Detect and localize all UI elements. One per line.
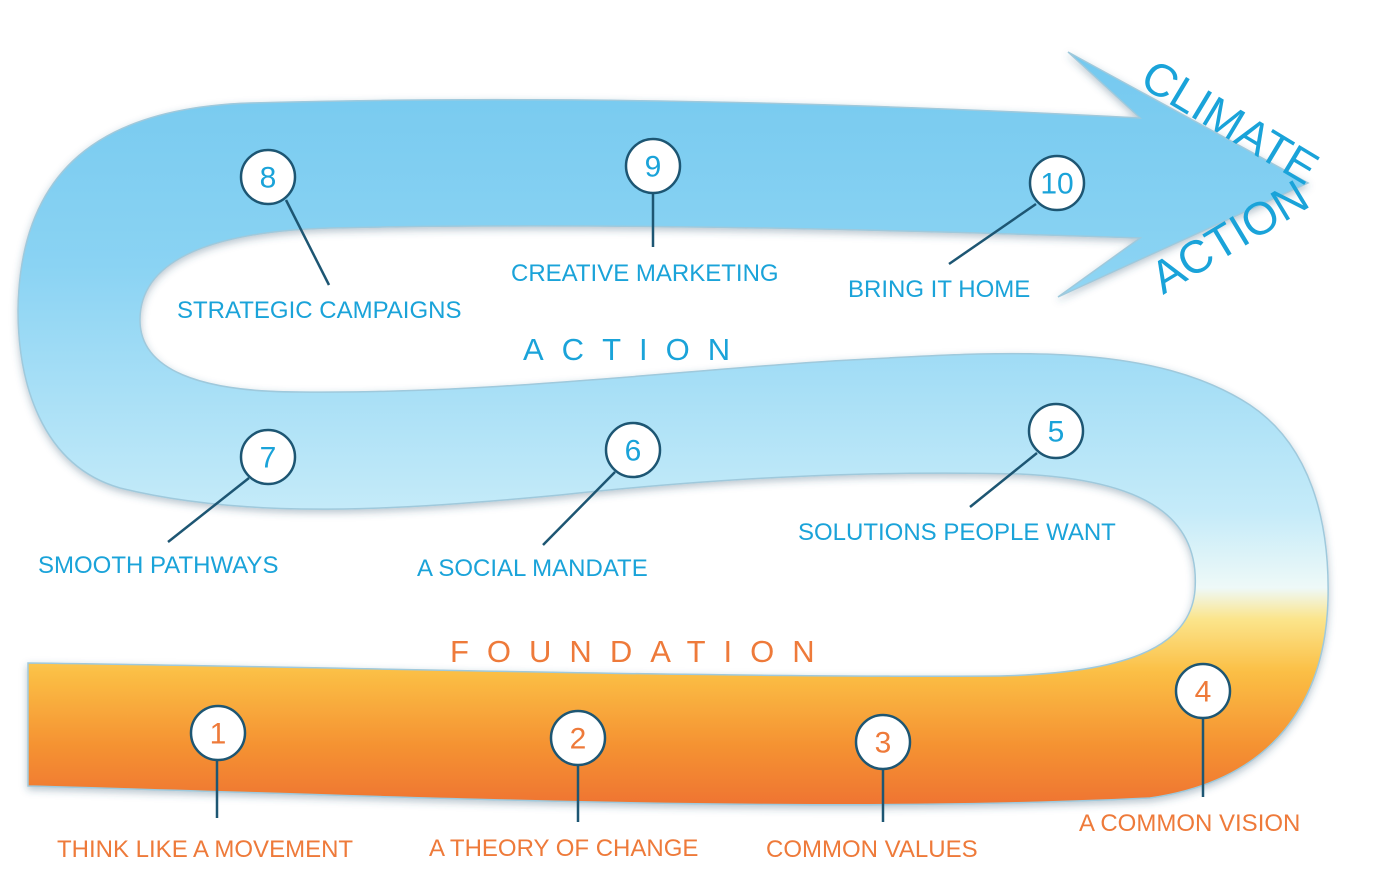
step-1-label: THINK LIKE A MOVEMENT [57, 836, 353, 863]
step-5-number: 5 [1048, 416, 1065, 449]
step-7-label: SMOOTH PATHWAYS [38, 552, 278, 579]
step-10: 10 BRING IT HOME [848, 154, 1086, 303]
step-10-circle [1028, 154, 1086, 212]
step-5-circle [1027, 402, 1085, 460]
step-2: 2 A THEORY OF CHANGE [429, 709, 698, 862]
path-ribbon [17, 51, 1329, 806]
step-8-label: STRATEGIC CAMPAIGNS [177, 297, 461, 324]
step-9-label: CREATIVE MARKETING [511, 260, 779, 287]
step-4: 4 A COMMON VISION [1079, 662, 1300, 837]
step-1-number: 1 [210, 718, 227, 751]
step-7-circle [239, 428, 297, 486]
section-title-action: ACTION [523, 332, 748, 367]
step-5-leader-line [969, 452, 1038, 508]
step-4-circle [1174, 662, 1232, 720]
step-7: 7 SMOOTH PATHWAYS [38, 428, 297, 579]
step-2-label: A THEORY OF CHANGE [429, 835, 698, 862]
step-8-leader-line [284, 199, 331, 286]
step-6-number: 6 [625, 435, 642, 468]
step-9-number: 9 [645, 151, 662, 184]
step-6-label: A SOCIAL MANDATE [417, 555, 648, 582]
step-7-leader-line [167, 477, 250, 543]
step-10-leader-line [948, 202, 1037, 266]
step-9: 9 CREATIVE MARKETING [511, 137, 779, 287]
step-3-label: COMMON VALUES [766, 836, 978, 863]
step-6-leader-line [542, 471, 616, 546]
step-6: 6 A SOCIAL MANDATE [417, 421, 662, 582]
step-7-number: 7 [260, 442, 277, 475]
step-2-number: 2 [570, 723, 587, 756]
step-6-circle [604, 421, 662, 479]
step-5-label: SOLUTIONS PEOPLE WANT [798, 519, 1116, 546]
step-3-number: 3 [875, 727, 892, 760]
section-title-foundation: FOUNDATION [450, 634, 833, 669]
step-8: 8 STRATEGIC CAMPAIGNS [177, 148, 461, 324]
step-10-label: BRING IT HOME [848, 276, 1030, 303]
step-1-circle [189, 704, 247, 762]
step-9-circle [624, 137, 682, 195]
step-4-number: 4 [1195, 676, 1212, 709]
step-1: 1 THINK LIKE A MOVEMENT [57, 704, 353, 863]
step-4-label: A COMMON VISION [1079, 810, 1300, 837]
step-8-circle [239, 148, 297, 206]
step-3-circle [854, 713, 912, 771]
step-5: 5 SOLUTIONS PEOPLE WANT [798, 402, 1116, 546]
step-2-circle [549, 709, 607, 767]
step-8-number: 8 [260, 162, 277, 195]
step-10-number: 10 [1040, 168, 1073, 201]
step-3: 3 COMMON VALUES [766, 713, 978, 863]
